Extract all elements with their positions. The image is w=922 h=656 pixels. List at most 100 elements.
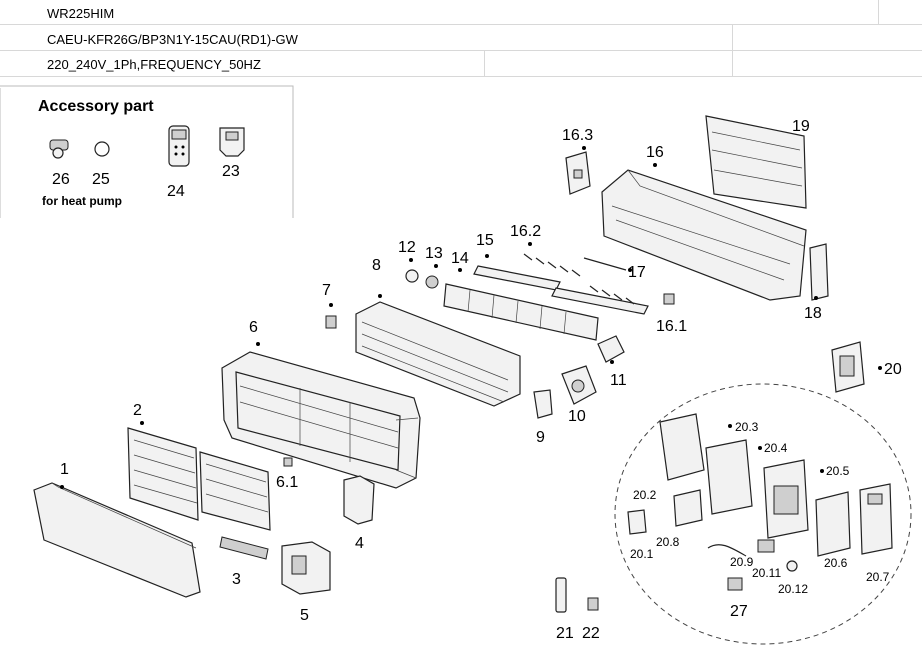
part-label-27: 27 (730, 603, 748, 620)
purification-filter-part (219, 536, 269, 560)
part-label-20-11: 20.11 (752, 566, 781, 580)
part-label-9: 9 (536, 429, 545, 446)
pipe-holder-part (809, 243, 829, 301)
part-label-8: 8 (372, 257, 381, 274)
accessory-panel: Accessory part for heat pump 26 25 24 23 (0, 85, 294, 218)
part-label-20-3: 20.3 (735, 420, 759, 434)
installation-plate-part (705, 115, 807, 209)
remote-control-part (168, 125, 190, 167)
drain-joint-part (49, 139, 69, 159)
clamp-part (627, 509, 647, 535)
electric-box-detail: 20.3 20.4 20.5 20.2 20.1 20.8 20.9 20.11 (614, 383, 912, 645)
bearing-part (405, 258, 419, 283)
model-code: CAEU-KFR26G/BP3N1Y-15CAU(RD1)-GW (47, 32, 298, 47)
front-case-part (221, 342, 421, 489)
cross-flow-fan-part (443, 268, 599, 341)
front-panel-part (33, 482, 201, 598)
screw-cover-part (283, 457, 293, 467)
part-label-20-1: 20.1 (630, 547, 654, 561)
vertical-louver-part (523, 242, 635, 305)
part-label-10: 10 (568, 408, 586, 425)
part-label-14: 14 (451, 250, 469, 267)
fan-motor-part (561, 365, 597, 405)
main-pcb-part (763, 459, 824, 539)
part-label-16-2: 16.2 (510, 223, 541, 240)
part-label-22: 22 (582, 625, 600, 642)
swing-motor-bracket-part (533, 389, 553, 419)
motor-cover-part (597, 335, 625, 364)
display-board-part (565, 146, 591, 195)
part-label-4: 4 (355, 535, 364, 552)
table-divider (732, 24, 733, 76)
part-label-15: 15 (476, 232, 494, 249)
sensor-holder-part (587, 597, 599, 611)
wire-cover-part (343, 475, 375, 525)
model-number: WR225HIM (47, 6, 115, 21)
part-label-3: 3 (232, 571, 241, 588)
pcb-cover-part (673, 489, 703, 527)
part-label-7: 7 (322, 282, 331, 299)
remote-holder-part (219, 127, 245, 157)
chassis-part (601, 163, 807, 301)
part-label-20-2: 20.2 (633, 488, 657, 502)
drain-plug-part (663, 293, 675, 305)
table-divider (484, 50, 485, 76)
insulation-sheet-part (815, 491, 851, 557)
part-label-18: 18 (804, 305, 822, 322)
electric-box-cover-part (281, 541, 331, 595)
part-label-16: 16 (646, 144, 664, 161)
table-divider (878, 0, 879, 24)
accessory-frame (0, 85, 294, 218)
air-filter-part (127, 421, 271, 531)
part-label-20-12: 20.12 (778, 582, 808, 596)
part-label-20: 20 (884, 361, 902, 378)
part-label-12: 12 (398, 239, 416, 256)
part-label-1: 1 (60, 461, 69, 478)
part-label-17: 17 (628, 264, 646, 281)
bearing-holder-part (425, 264, 439, 289)
part-label-20-7: 20.7 (866, 570, 890, 584)
accessory-title: Accessory part (38, 98, 154, 115)
swing-motor-part (325, 303, 337, 329)
part-label-16-3: 16.3 (562, 127, 593, 144)
part-label-24: 24 (167, 183, 185, 200)
capacitor-part (786, 560, 798, 572)
part-label-13: 13 (425, 245, 443, 262)
electric-control-box-part (831, 341, 882, 393)
part-label-20-9: 20.9 (730, 555, 754, 569)
electric-box-housing-part (705, 439, 762, 515)
part-label-20-5: 20.5 (826, 464, 850, 478)
connecting-rod-part (583, 257, 632, 272)
part-label-16-1: 16.1 (656, 318, 687, 335)
part-label-6-1: 6.1 (276, 474, 298, 491)
part-label-2: 2 (133, 402, 142, 419)
part-label-26: 26 (52, 171, 70, 188)
fuse-holder-part (727, 577, 743, 591)
table-rule (0, 50, 922, 51)
horizontal-louver-part (473, 254, 649, 315)
evaporator-part (355, 294, 521, 407)
seal-ring-part (94, 141, 110, 157)
wire-harness-part (707, 544, 747, 557)
accessory-note: for heat pump (42, 194, 122, 208)
header-table: WR225HIM CAEU-KFR26G/BP3N1Y-15CAU(RD1)-G… (0, 0, 922, 78)
part-label-6: 6 (249, 319, 258, 336)
part-label-20-4: 20.4 (764, 441, 788, 455)
part-label-25: 25 (92, 171, 110, 188)
part-label-20-8: 20.8 (656, 535, 680, 549)
sensor-part (555, 577, 567, 613)
part-label-19: 19 (792, 118, 810, 135)
detail-circle (614, 383, 912, 645)
relay-part (757, 539, 775, 553)
terminal-cover-part (859, 483, 893, 555)
part-label-11: 11 (610, 372, 627, 389)
table-rule (0, 76, 922, 77)
power-spec: 220_240V_1Ph,FREQUENCY_50HZ (47, 57, 261, 72)
part-label-20-6: 20.6 (824, 556, 848, 570)
part-label-5: 5 (300, 607, 309, 624)
part-label-21: 21 (556, 625, 574, 642)
part-label-23: 23 (222, 163, 240, 180)
terminal-board-part (659, 413, 732, 481)
table-rule (0, 24, 922, 25)
